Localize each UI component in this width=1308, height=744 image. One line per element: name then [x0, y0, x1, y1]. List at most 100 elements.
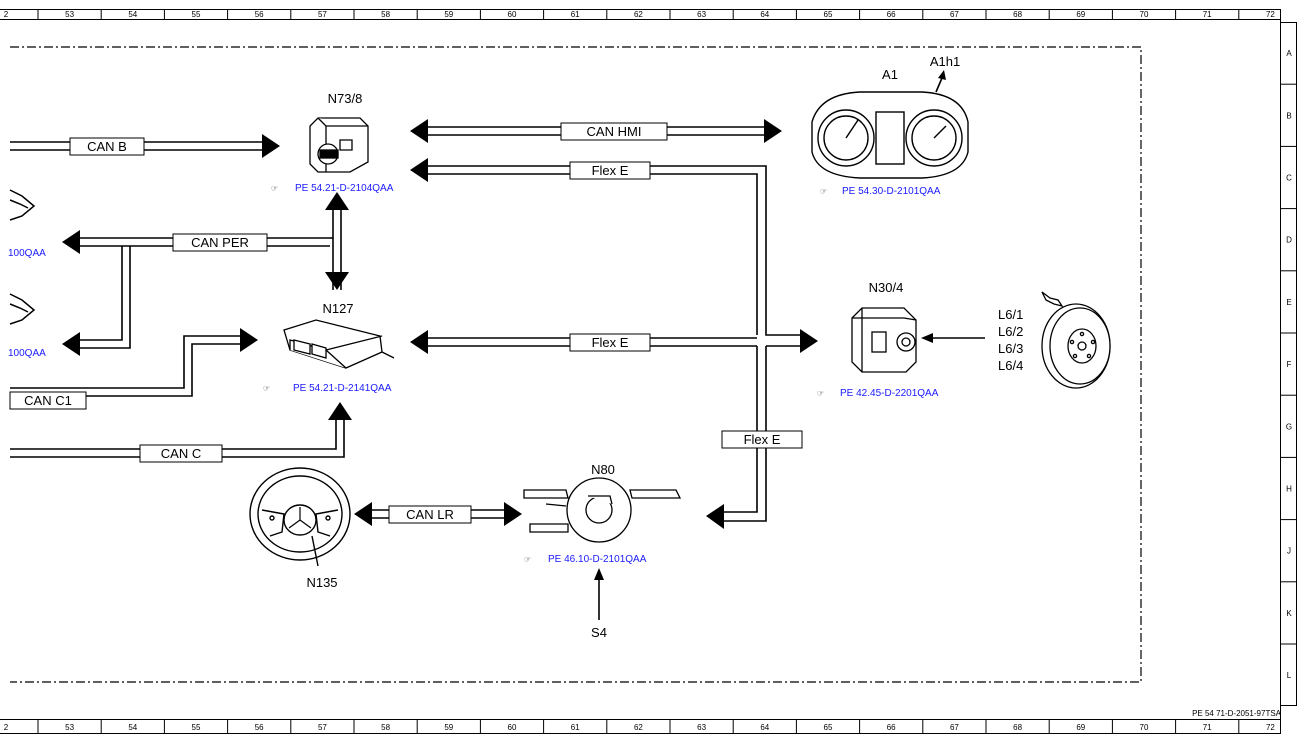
ruler-top-col-15: 67 — [950, 10, 959, 19]
ruler-top-col-7: 59 — [444, 10, 453, 19]
ruler-bottom-col-1: 53 — [65, 723, 74, 732]
ruler-top-col-5: 57 — [318, 10, 327, 19]
ruler-top-col-14: 66 — [887, 10, 896, 19]
bus-flex-e-mid: Flex E — [592, 335, 629, 350]
ruler-row-0: A — [1286, 49, 1292, 58]
l6-4-label: L6/4 — [998, 358, 1023, 373]
n127-ref: PE 54.21-D-2141QAA — [293, 383, 392, 394]
ruler-top-col-4: 56 — [255, 10, 264, 19]
arrowheads — [62, 70, 946, 580]
ruler-top-col-13: 65 — [824, 10, 833, 19]
ruler-row-2: C — [1286, 174, 1292, 183]
l6-3-label: L6/3 — [998, 341, 1023, 356]
ruler-bottom-col-7: 59 — [444, 723, 453, 732]
instrument-cluster-icon — [811, 91, 969, 179]
n80-ref-icon: ☞ — [524, 555, 531, 564]
ruler-row-7: H — [1286, 485, 1292, 494]
ruler-row-9: K — [1286, 609, 1292, 618]
n73-8-label: N73/8 — [328, 91, 363, 106]
left-module-bottom-ref: 100QAA — [8, 348, 46, 359]
document-id: PE 54 71-D-2051-97TSA — [1192, 709, 1282, 718]
frame-border — [0, 9, 1297, 734]
ruler-row-4: E — [1286, 298, 1291, 307]
ruler-top-col-1: 53 — [65, 10, 74, 19]
ruler-top-col-6: 58 — [381, 10, 390, 19]
left-module-top — [9, 189, 36, 221]
ruler-top-col-8: 60 — [508, 10, 517, 19]
ruler-bottom-col-20: 72 — [1266, 723, 1275, 732]
n30-4-ref: PE 42.45-D-2201QAA — [840, 388, 939, 399]
n30-4-label: N30/4 — [869, 280, 904, 295]
ruler-top-col-20: 72 — [1266, 10, 1275, 19]
n30-4-ref-icon: ☞ — [817, 389, 824, 398]
bus-can-lr: CAN LR — [406, 507, 454, 522]
l6-1-label: L6/1 — [998, 307, 1023, 322]
bus-label-boxes — [9, 122, 803, 524]
a1h1-label: A1h1 — [930, 54, 960, 69]
ruler-bottom-col-4: 56 — [255, 723, 264, 732]
ruler-row-5: F — [1287, 360, 1292, 369]
bus-can-b: CAN B — [87, 139, 127, 154]
steering-wheel-icon — [249, 467, 351, 567]
n73-8-ref: PE 54.21-D-2104QAA — [295, 183, 394, 194]
system-boundary — [10, 46, 1142, 683]
left-module-top-ref: 100QAA — [8, 248, 46, 259]
ruler-bottom-col-12: 64 — [760, 723, 769, 732]
ruler-top-col-9: 61 — [571, 10, 580, 19]
a1-ref: PE 54.30-D-2101QAA — [842, 186, 941, 197]
ruler-top-col-2: 54 — [128, 10, 137, 19]
bus-flex-e-top: Flex E — [592, 163, 629, 178]
n73-8-ref-icon: ☞ — [271, 184, 278, 193]
abs-unit-icon — [851, 307, 917, 373]
ruler-top-col-16: 68 — [1013, 10, 1022, 19]
ruler-top-col-10: 62 — [634, 10, 643, 19]
ruler-bottom-col-3: 55 — [192, 723, 201, 732]
ruler-row-10: L — [1287, 671, 1292, 680]
ruler-bottom-col-10: 62 — [634, 723, 643, 732]
bus-flex-e-vertical: Flex E — [744, 432, 781, 447]
ruler-top-col-3: 55 — [192, 10, 201, 19]
ruler-row-8: J — [1287, 547, 1291, 556]
n135-label: N135 — [306, 575, 337, 590]
ruler-bottom-col-17: 69 — [1076, 723, 1085, 732]
ruler-bottom-col-5: 57 — [318, 723, 327, 732]
ruler-row-6: G — [1286, 422, 1292, 431]
bus-can-hmi: CAN HMI — [587, 124, 642, 139]
n127-label: N127 — [322, 301, 353, 316]
bus-can-per: CAN PER — [191, 235, 249, 250]
brake-disc-icon — [1041, 291, 1111, 389]
ruler-top-col-12: 64 — [760, 10, 769, 19]
ruler-bottom-col-13: 65 — [824, 723, 833, 732]
ruler-top-col-19: 71 — [1203, 10, 1212, 19]
bus-can-c: CAN C — [161, 446, 201, 461]
ruler-row-3: D — [1286, 236, 1292, 245]
ruler-bottom-col-8: 60 — [508, 723, 517, 732]
n127-ref-icon: ☞ — [263, 384, 270, 393]
ruler-bottom-col-18: 70 — [1140, 723, 1149, 732]
l6-2-label: L6/2 — [998, 324, 1023, 339]
ruler-top-col-0: 2 — [4, 10, 9, 19]
n80-label: N80 — [591, 462, 615, 477]
n80-ref: PE 46.10-D-2101QAA — [548, 554, 647, 565]
ruler-bottom-col-6: 58 — [381, 723, 390, 732]
s4-label: S4 — [591, 625, 607, 640]
a1-ref-icon: ☞ — [820, 187, 827, 196]
ruler-bottom-col-9: 61 — [571, 723, 580, 732]
control-unit-icon — [283, 319, 395, 369]
ruler-bottom-col-14: 66 — [887, 723, 896, 732]
ignition-switch-icon — [309, 117, 369, 173]
ruler-top-col-11: 63 — [697, 10, 706, 19]
bus-can-c1: CAN C1 — [24, 393, 72, 408]
a1-label: A1 — [882, 67, 898, 82]
row-ruler-right: A B C D E F G H J K L — [1281, 49, 1297, 680]
ruler-bottom-col-16: 68 — [1013, 723, 1022, 732]
steering-column-module-icon — [523, 477, 682, 543]
left-module-bottom — [9, 293, 36, 325]
ruler-bottom-col-15: 67 — [950, 723, 959, 732]
ruler-row-1: B — [1286, 111, 1291, 120]
ruler-bottom-col-2: 54 — [128, 723, 137, 732]
ruler-top-col-17: 69 — [1076, 10, 1085, 19]
ruler-bottom-col-11: 63 — [697, 723, 706, 732]
